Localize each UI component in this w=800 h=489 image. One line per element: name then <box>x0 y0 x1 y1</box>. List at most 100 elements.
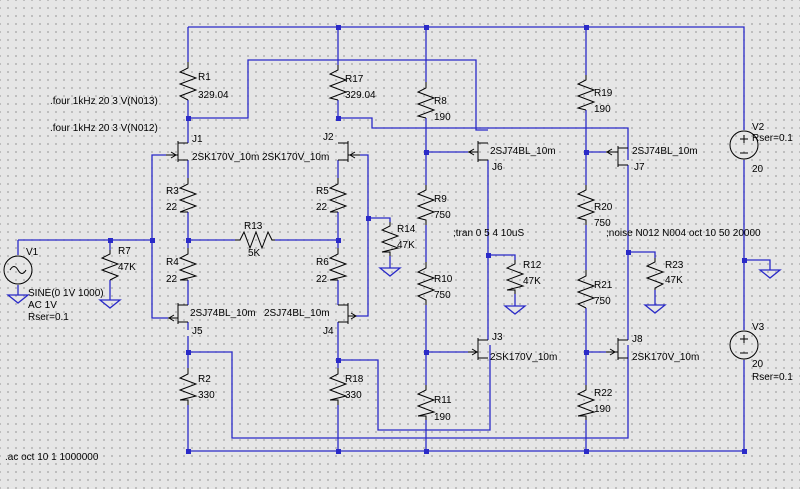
directive-ac[interactable]: .ac oct 10 1 1000000 <box>5 452 99 463</box>
r7-value: 47K <box>118 262 136 273</box>
resistor-r11[interactable]: R11 190 <box>416 385 452 423</box>
directive-four-n013[interactable]: .four 1kHz 20 3 V(N013) <box>50 96 158 107</box>
resistor-r12[interactable]: R12 47K <box>505 260 542 294</box>
r21-value: 750 <box>594 296 611 307</box>
r12-value: 47K <box>523 276 541 287</box>
r1-name: R1 <box>198 72 211 83</box>
jfet-j5[interactable]: J5 2SJ74BL_10m <box>168 303 256 337</box>
r17-value: 329.04 <box>345 90 376 101</box>
j3-model: 2SK170V_10m <box>490 352 557 363</box>
r14-name: R14 <box>397 224 416 235</box>
r3-name: R3 <box>166 186 179 197</box>
r22-name: R22 <box>594 388 613 399</box>
r7-name: R7 <box>118 246 131 257</box>
r9-value: 750 <box>434 210 451 221</box>
resistor-r2[interactable]: R2 330 <box>178 368 215 405</box>
resistor-r21[interactable]: R21 750 <box>576 270 613 309</box>
r13-value: 5K <box>248 248 261 259</box>
v3-name: V3 <box>752 322 765 333</box>
ground-icon <box>98 299 122 309</box>
resistor-r1[interactable]: R1 329.04 <box>178 62 229 101</box>
j7-model: 2SJ74BL_10m <box>632 146 698 157</box>
jfet-j2[interactable]: J2 2SK170V_10m <box>262 132 360 163</box>
resistor-r10[interactable]: R10 750 <box>416 262 453 305</box>
r2-name: R2 <box>198 374 211 385</box>
resistor-r22[interactable]: R22 190 <box>576 385 613 420</box>
voltage-source-v2[interactable]: V2 Rser=0.1 20 <box>729 122 793 175</box>
v2-value: 20 <box>752 164 764 175</box>
ground-icon <box>503 305 527 315</box>
r6-name: R6 <box>316 257 329 268</box>
j2-model: 2SK170V_10m <box>262 152 329 163</box>
resistor-r4[interactable]: R4 22 <box>166 248 198 285</box>
j6-model: 2SJ74BL_10m <box>490 146 556 157</box>
r11-value: 190 <box>434 412 451 423</box>
r8-value: 190 <box>434 112 451 123</box>
jfet-j4[interactable]: J4 2SJ74BL_10m <box>264 303 357 337</box>
v1-rser: Rser=0.1 <box>28 312 69 323</box>
v1-ac: AC 1V <box>28 300 57 311</box>
resistor-r17[interactable]: R17 329.04 <box>328 65 376 101</box>
jfet-j1[interactable]: J1 2SK170V_10m <box>166 134 259 163</box>
r18-value: 330 <box>345 390 362 401</box>
j7-name: J7 <box>634 162 645 173</box>
ground-icon <box>758 269 782 279</box>
v3-value: 20 <box>752 359 764 370</box>
r5-value: 22 <box>316 202 328 213</box>
r1-value: 329.04 <box>198 90 229 101</box>
j4-name: J4 <box>323 326 334 337</box>
jfet-j7[interactable]: J7 2SJ74BL_10m <box>606 146 698 173</box>
r5-name: R5 <box>316 186 329 197</box>
r14-value: 47K <box>397 240 415 251</box>
j8-model: 2SK170V_10m <box>632 352 699 363</box>
r17-name: R17 <box>345 74 364 85</box>
jfet-j6[interactable]: J6 2SJ74BL_10m <box>468 141 556 173</box>
r18-name: R18 <box>345 374 364 385</box>
jfet-j8[interactable]: J8 2SK170V_10m <box>606 334 699 363</box>
voltage-source-v1[interactable]: V1 SINE(0 1V 1000) AC 1V Rser=0.1 <box>3 247 104 323</box>
jfet-j3[interactable]: J3 2SK170V_10m <box>468 332 557 363</box>
r3-value: 22 <box>166 202 178 213</box>
j5-name: J5 <box>192 326 203 337</box>
resistor-r9[interactable]: R9 750 <box>416 185 451 225</box>
r12-name: R12 <box>523 260 542 271</box>
r23-name: R23 <box>665 260 684 271</box>
resistor-r18[interactable]: R18 330 <box>328 368 364 405</box>
r22-value: 190 <box>594 404 611 415</box>
r21-name: R21 <box>594 280 613 291</box>
ground-symbols <box>6 267 782 315</box>
directive-four-n012[interactable]: .four 1kHz 20 3 V(N012) <box>50 123 158 134</box>
v1-value: SINE(0 1V 1000) <box>28 288 104 299</box>
ground-icon <box>378 267 402 277</box>
r19-value: 190 <box>594 104 611 115</box>
r10-name: R10 <box>434 274 453 285</box>
resistor-r3[interactable]: R3 22 <box>166 178 198 213</box>
voltage-source-v3[interactable]: V3 20 Rser=0.1 <box>729 322 793 383</box>
resistor-r13[interactable]: R13 5K <box>235 221 275 259</box>
r6-value: 22 <box>316 274 328 285</box>
r11-name: R11 <box>434 395 452 406</box>
junctions <box>108 25 747 454</box>
v2-rser: Rser=0.1 <box>752 133 793 144</box>
directive-tran[interactable]: ;tran 0 5 4 10uS <box>453 228 524 239</box>
resistor-r14[interactable]: R14 47K <box>380 222 416 256</box>
r20-name: R20 <box>594 202 613 213</box>
r9-name: R9 <box>434 194 447 205</box>
resistor-r6[interactable]: R6 22 <box>316 248 348 285</box>
ground-icon <box>6 294 30 304</box>
resistor-r20[interactable]: R20 750 <box>576 185 613 229</box>
resistor-r23[interactable]: R23 47K <box>645 258 684 290</box>
resistor-r8[interactable]: R8 190 <box>416 82 451 123</box>
resistor-r19[interactable]: R19 190 <box>576 75 613 115</box>
r19-name: R19 <box>594 88 613 99</box>
v3-rser: Rser=0.1 <box>752 372 793 383</box>
v2-name: V2 <box>752 122 765 133</box>
directive-noise[interactable]: ;noise N012 N004 oct 10 50 20000 <box>606 228 761 239</box>
resistor-r7[interactable]: R7 47K <box>100 246 136 281</box>
ground-icon <box>643 304 667 314</box>
j4-model: 2SJ74BL_10m <box>264 308 330 319</box>
r2-value: 330 <box>198 390 215 401</box>
j8-name: J8 <box>632 334 643 345</box>
resistor-r5[interactable]: R5 22 <box>316 178 348 213</box>
